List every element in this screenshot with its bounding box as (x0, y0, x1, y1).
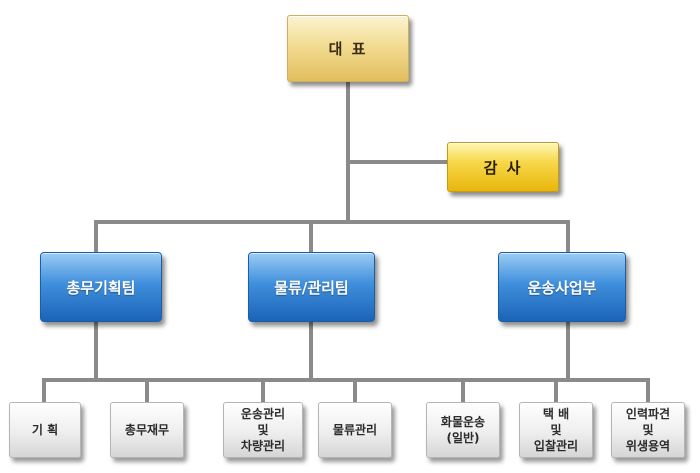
team-box-general-planning: 총무기획팀 (40, 252, 162, 322)
team-box-logistics-management: 물류/관리팀 (248, 252, 375, 322)
unit-box-staffing-sanitation: 인력파견 및 위생용역 (611, 402, 685, 458)
unit-box-courier-bidding: 택 배 및 입찰관리 (519, 402, 593, 458)
unit-box-logistics-management: 물류관리 (318, 402, 392, 458)
team-box-transport-business: 운송사업부 (498, 252, 626, 322)
unit-box-freight-transport: 화물운송 (일반) (426, 402, 500, 458)
auditor-box: 감 사 (447, 142, 559, 192)
unit-box-planning: 기 획 (9, 402, 81, 458)
unit-box-transport-vehicle-management: 운송관리 및 차량관리 (223, 402, 303, 458)
ceo-box: 대 표 (287, 15, 409, 82)
unit-box-general-finance: 총무재무 (110, 402, 184, 458)
